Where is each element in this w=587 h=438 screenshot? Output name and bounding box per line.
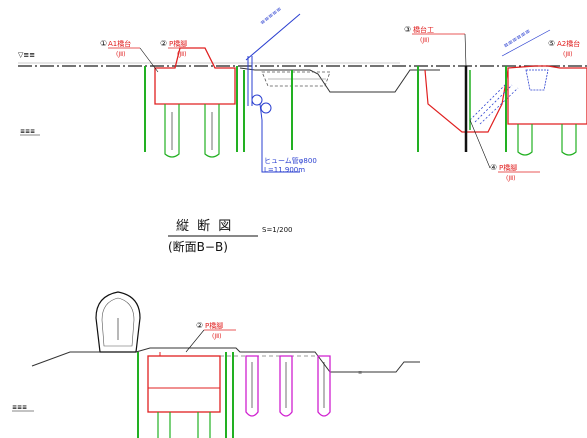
bottom-callout-sub: (JⅡ) <box>212 333 221 340</box>
abutment-a2 <box>507 65 587 125</box>
hume-pipe <box>245 13 301 173</box>
bottom-level-label: ≡≡≡ <box>12 404 27 411</box>
blue-note-2: ≡≡≡≡≡≡ <box>502 28 531 50</box>
section-subtitle: (断面B−B) <box>168 239 228 254</box>
callout-5-sub: (JⅡ) <box>563 51 572 58</box>
ground-level-label: ▽≡≡ <box>18 51 35 59</box>
callout-2-number: ② <box>160 39 167 48</box>
sheet-piles-left <box>144 66 293 152</box>
ground-profile <box>31 347 420 373</box>
callout-1: A1橋台 (JⅡ) ① <box>100 39 159 73</box>
top-level-label: ≡≡≡ <box>20 128 35 135</box>
section-title-block: 縦 断 図 (断面B−B) S=1/200 <box>168 219 292 254</box>
piles-a2 <box>517 124 577 156</box>
blue-note-1: ≡≡≡≡≡ <box>259 6 283 27</box>
callout-5-number: ⑤ <box>548 39 555 48</box>
callout-2-sub: (JⅡ) <box>177 51 186 58</box>
abutment-a1 <box>154 47 236 105</box>
bottom-cross-section: ② P橋腳 (JⅡ) ≡ ≡≡≡ <box>12 291 420 438</box>
sheet-piles-bottom <box>137 352 234 438</box>
bottom-small-text: ≡ <box>358 370 362 376</box>
callout-3-sub: (JⅡ) <box>420 37 429 44</box>
callout-3-number: ③ <box>404 25 411 34</box>
callout-2-label: P橋腳 <box>169 39 187 48</box>
piles-a1 <box>164 104 220 158</box>
bottom-callout-label: P橋腳 <box>205 321 223 330</box>
magenta-piles <box>245 355 331 417</box>
callout-1-label: A1橋台 <box>108 39 131 48</box>
piles-bottom <box>157 412 211 438</box>
pipe-note-line-1: ヒューム管φ800 <box>264 156 317 165</box>
callout-4-label: P橋腳 <box>499 163 517 172</box>
culvert-outline <box>95 291 141 353</box>
callout-2: ② P橋腳 (JⅡ) <box>160 39 200 58</box>
top-cross-section: ▽≡≡ ヒューム管φ800 L= <box>18 6 587 182</box>
pier-footing <box>147 355 221 413</box>
callout-1-number: ① <box>100 39 107 48</box>
section-scale: S=1/200 <box>262 226 292 234</box>
callout-5-label: A2橋台 <box>557 39 580 48</box>
pipe-note-line-2: L=11.900m <box>264 166 305 174</box>
deck-profile <box>239 67 440 93</box>
section-title: 縦 断 図 <box>176 219 233 234</box>
callout-4-sub: (JⅡ) <box>506 175 515 182</box>
bottom-callout-number: ② <box>196 321 203 330</box>
callout-1-sub: (JⅡ) <box>116 51 125 58</box>
callout-4-number: ④ <box>490 163 497 172</box>
callout-3-label: 橋台工 <box>413 25 434 34</box>
